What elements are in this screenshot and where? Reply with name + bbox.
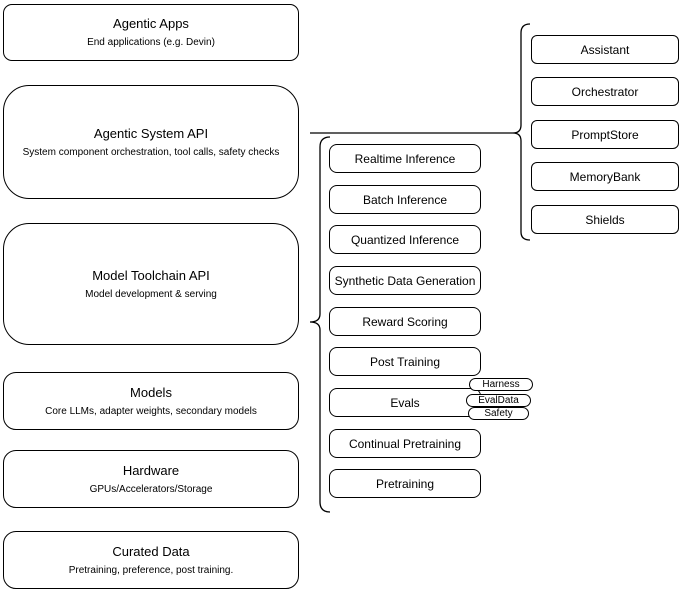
system-box-shields: Shields bbox=[531, 205, 679, 234]
toolchain-box-post-training: Post Training bbox=[329, 347, 481, 376]
layer-title: Hardware bbox=[122, 462, 180, 478]
system-box-promptstore: PromptStore bbox=[531, 120, 679, 149]
evals-pill-safety: Safety bbox=[468, 407, 529, 420]
toolchain-box-synthetic-data-generation: Synthetic Data Generation bbox=[329, 266, 481, 295]
toolchain-brace bbox=[309, 136, 331, 513]
toolchain-box-continual-pretraining: Continual Pretraining bbox=[329, 429, 481, 458]
layer-subtitle: End applications (e.g. Devin) bbox=[87, 37, 215, 48]
evals-pill-harness: Harness bbox=[469, 378, 533, 391]
system-box-memorybank: MemoryBank bbox=[531, 162, 679, 191]
layer-subtitle: Pretraining, preference, post training. bbox=[68, 564, 234, 576]
layer-box-hardware: Hardware GPUs/Accelerators/Storage bbox=[3, 450, 299, 508]
layer-box-agentic-system-api: Agentic System API System component orch… bbox=[3, 85, 299, 199]
layer-title: Agentic Apps bbox=[113, 16, 189, 31]
system-box-assistant: Assistant bbox=[531, 35, 679, 64]
evals-pill-evaldata: EvalData bbox=[466, 394, 531, 407]
system-box-orchestrator: Orchestrator bbox=[531, 77, 679, 106]
layer-subtitle: System component orchestration, tool cal… bbox=[22, 146, 280, 158]
toolchain-box-reward-scoring: Reward Scoring bbox=[329, 307, 481, 336]
layer-box-curated-data: Curated Data Pretraining, preference, po… bbox=[3, 531, 299, 589]
layer-title: Agentic System API bbox=[93, 125, 209, 141]
layer-title: Model Toolchain API bbox=[92, 267, 210, 283]
toolchain-box-quantized-inference: Quantized Inference bbox=[329, 225, 481, 254]
layer-subtitle: Core LLMs, adapter weights, secondary mo… bbox=[45, 405, 257, 417]
layer-box-model-toolchain-api: Model Toolchain API Model development & … bbox=[3, 223, 299, 345]
layer-subtitle: GPUs/Accelerators/Storage bbox=[89, 483, 213, 495]
layer-title: Models bbox=[130, 384, 172, 400]
layer-box-agentic-apps: Agentic Apps End applications (e.g. Devi… bbox=[3, 4, 299, 61]
layer-title: Curated Data bbox=[112, 543, 190, 559]
toolchain-box-evals: Evals bbox=[329, 388, 481, 417]
toolchain-box-batch-inference: Batch Inference bbox=[329, 185, 481, 214]
toolchain-box-pretraining: Pretraining bbox=[329, 469, 481, 498]
layer-box-models: Models Core LLMs, adapter weights, secon… bbox=[3, 372, 299, 430]
system-components-brace bbox=[512, 23, 531, 241]
layer-subtitle: Model development & serving bbox=[85, 288, 217, 300]
toolchain-box-realtime-inference: Realtime Inference bbox=[329, 144, 481, 173]
